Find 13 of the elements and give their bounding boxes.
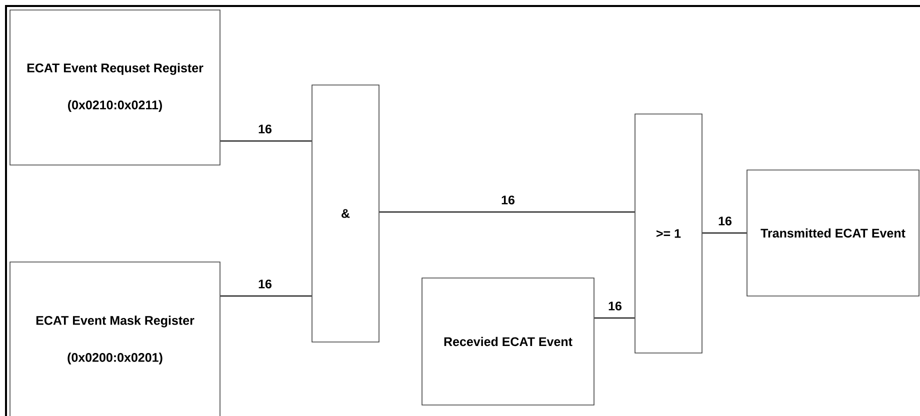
edge-label: 16 [257, 124, 273, 134]
register-box: ECAT Event Requset Register (0x0210:0x0211) [10, 10, 220, 166]
edge-label: 16 [500, 194, 516, 206]
or-gate-box: >= 1 [634, 114, 702, 354]
edge-label: 16 [717, 216, 733, 226]
event-box: Transmitted ECAT Event [746, 170, 920, 296]
edge-label: 16 [607, 300, 623, 312]
and-gate-box: & [312, 84, 380, 342]
signal-line [702, 232, 748, 234]
register-box: ECAT Event Mask Register (0x0200:0x0201) [10, 262, 220, 416]
event-box: Recevied ECAT Event [422, 278, 594, 406]
edge-label: 16 [257, 278, 273, 290]
signal-line [220, 140, 312, 142]
